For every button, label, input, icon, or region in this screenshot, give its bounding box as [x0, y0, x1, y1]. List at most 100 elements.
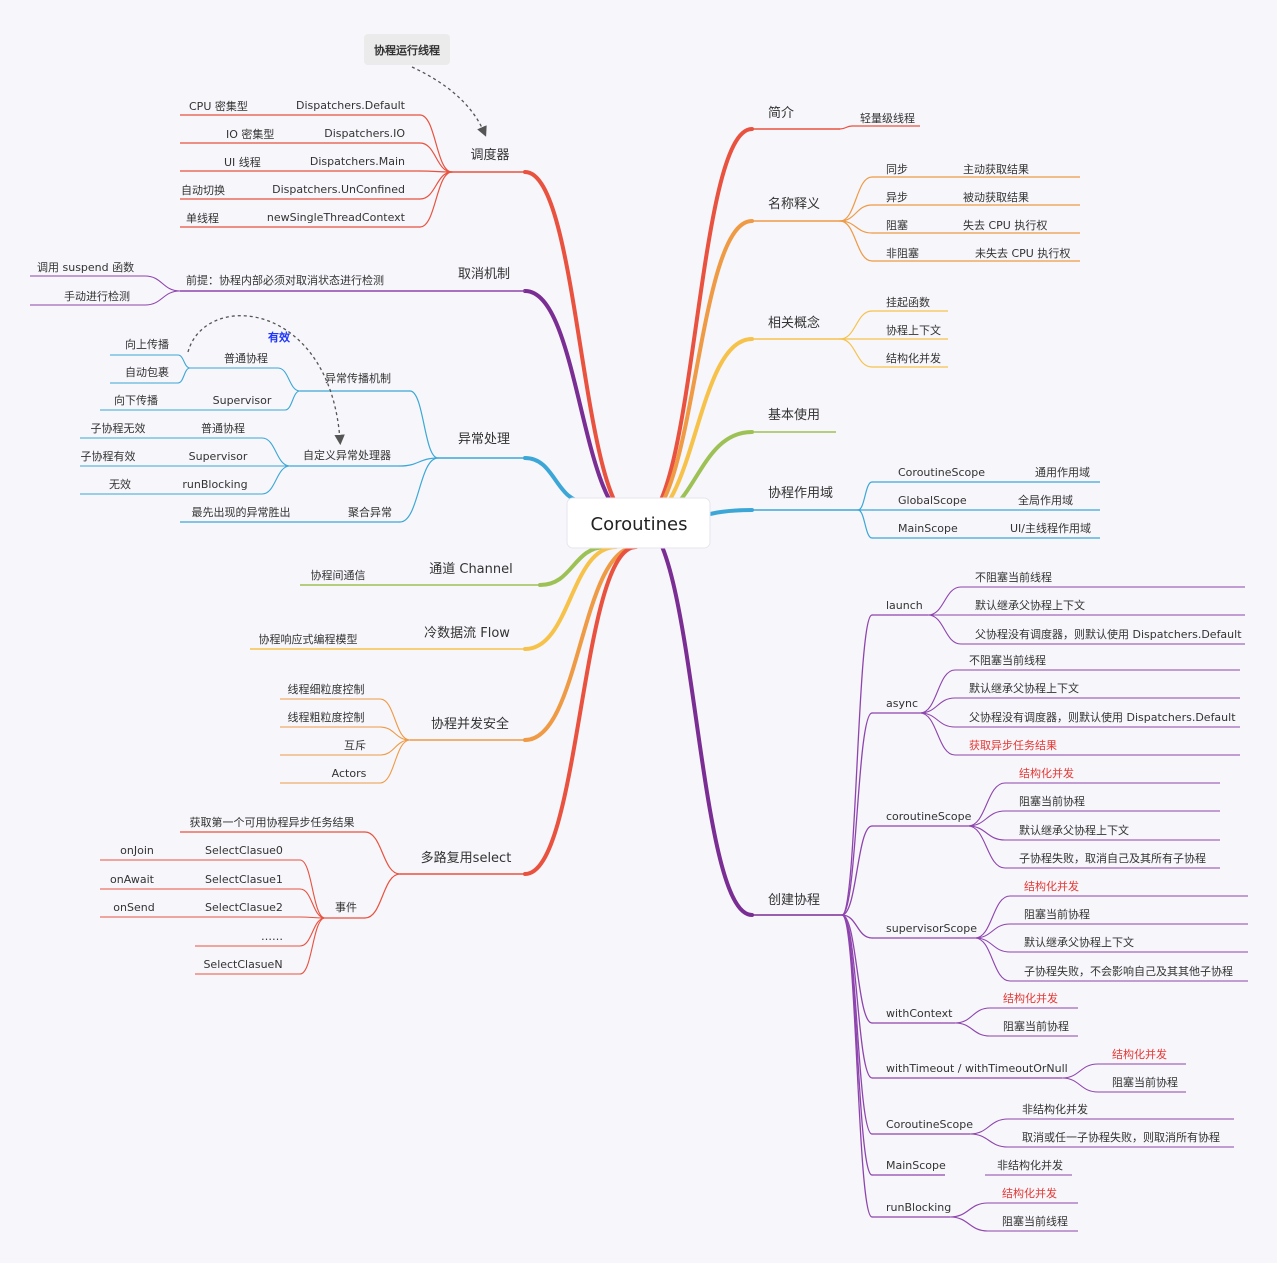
node-channel-child[interactable]: 协程间通信 [311, 568, 366, 582]
node-create-item[interactable]: 父协程没有调度器，则默认使用 Dispatchers.Default [969, 710, 1236, 724]
node-create-item[interactable]: 非结构化并发 [1022, 1102, 1088, 1116]
node-create-item[interactable]: 阻塞当前线程 [1002, 1214, 1068, 1228]
node-concept[interactable]: 协程上下文 [886, 323, 941, 337]
node-channel[interactable]: 通道 Channel [429, 562, 513, 577]
node-dispatcher-desc[interactable]: 自动切换 [181, 183, 225, 197]
node-concept[interactable]: 结构化并发 [886, 351, 941, 365]
node-create-item[interactable]: 阻塞当前协程 [1112, 1075, 1178, 1089]
node-create-item[interactable]: 默认继承父协程上下文 [975, 598, 1085, 612]
node-dispatcher-desc[interactable]: CPU 密集型 [189, 99, 248, 113]
node-select-event[interactable]: onJoin [120, 844, 154, 857]
node-create-item[interactable]: 获取异步任务结果 [969, 739, 1057, 752]
node-select-clause[interactable]: SelectClasue1 [205, 873, 283, 886]
node-normal-coroutine[interactable]: 普通协程 [224, 351, 268, 365]
node-create-item[interactable]: 阻塞当前协程 [1024, 907, 1090, 921]
node-scope-desc[interactable]: UI/主线程作用域 [1010, 521, 1091, 535]
node-dispatcher-desc[interactable]: UI 线程 [224, 155, 261, 169]
node-cancel-child[interactable]: 前提：协程内部必须对取消状态进行检测 [186, 273, 384, 287]
node-select-clause[interactable]: SelectClasue2 [205, 901, 283, 914]
node-create-item[interactable]: 不阻塞当前线程 [969, 653, 1046, 667]
node-cancel[interactable]: 取消机制 [458, 267, 510, 282]
node-create-group[interactable]: launch [886, 599, 923, 612]
node-create-item[interactable]: 取消或任一子协程失败，则取消所有协程 [1022, 1130, 1220, 1144]
node-create-item[interactable]: 阻塞当前协程 [1019, 794, 1085, 808]
node-dispatcher-desc[interactable]: IO 密集型 [226, 127, 274, 141]
node-propagation-child[interactable]: 自动包裹 [125, 365, 169, 379]
node-dispatcher-name[interactable]: Dispatchers.Default [296, 99, 406, 112]
node-handler-effect[interactable]: 无效 [109, 477, 131, 491]
node-safety-child[interactable]: 线程细粒度控制 [288, 682, 365, 696]
node-safety-child[interactable]: Actors [332, 767, 367, 780]
node-intro-child[interactable]: 轻量级线程 [860, 111, 915, 125]
node-term-desc[interactable]: 未失去 CPU 执行权 [975, 246, 1070, 260]
node-create-group[interactable]: supervisorScope [886, 922, 977, 935]
node-intro[interactable]: 简介 [768, 105, 794, 121]
node-create-item[interactable]: 阻塞当前协程 [1003, 1019, 1069, 1033]
node-create-group[interactable]: runBlocking [886, 1201, 951, 1214]
node-create-group[interactable]: MainScope [886, 1159, 946, 1172]
node-create-item[interactable]: 默认继承父协程上下文 [1024, 935, 1134, 949]
node-scope-name[interactable]: GlobalScope [898, 494, 967, 507]
node-create-item[interactable]: 结构化并发 [1003, 991, 1058, 1005]
node-term[interactable]: 阻塞 [886, 218, 908, 232]
node-handler-type[interactable]: 普通协程 [201, 421, 245, 435]
node-scope-desc[interactable]: 通用作用域 [1035, 466, 1090, 479]
root-node[interactable]: Coroutines [566, 497, 711, 549]
node-term-desc[interactable]: 主动获取结果 [963, 163, 1029, 176]
node-concepts[interactable]: 相关概念 [768, 315, 820, 331]
node-term[interactable]: 同步 [886, 163, 908, 176]
node-aggregate-child[interactable]: 最先出现的异常胜出 [192, 505, 291, 519]
node-create-group[interactable]: coroutineScope [886, 810, 972, 823]
node-dispatcher-name[interactable]: Dispatchers.IO [324, 127, 405, 140]
node-scope-desc[interactable]: 全局作用域 [1018, 493, 1073, 507]
node-flow[interactable]: 冷数据流 Flow [424, 626, 510, 641]
node-select-events[interactable]: 事件 [335, 901, 357, 914]
node-select-clause[interactable]: SelectClasue0 [205, 844, 283, 857]
node-cancel-grand[interactable]: 调用 suspend 函数 [37, 261, 134, 274]
node-select-first[interactable]: 获取第一个可用协程异步任务结果 [190, 815, 355, 829]
node-create-item[interactable]: 结构化并发 [1024, 879, 1079, 893]
node-propagation-child[interactable]: 向上传播 [125, 337, 169, 351]
floating-note[interactable]: 协程运行线程 [364, 34, 450, 65]
node-create-item[interactable]: 非结构化并发 [997, 1158, 1063, 1172]
node-handler[interactable]: 自定义异常处理器 [303, 448, 391, 462]
node-cancel-grand[interactable]: 手动进行检测 [64, 289, 130, 303]
node-scope-name[interactable]: MainScope [898, 522, 958, 535]
node-select-clause[interactable]: SelectClasueN [203, 958, 282, 971]
node-safety-child[interactable]: 线程粗粒度控制 [288, 710, 365, 724]
node-create-item[interactable]: 父协程没有调度器，则默认使用 Dispatchers.Default [975, 627, 1242, 641]
node-create-item[interactable]: 结构化并发 [1002, 1186, 1057, 1200]
node-create-item[interactable]: 子协程失败，取消自己及其所有子协程 [1019, 851, 1206, 865]
node-safety-child[interactable]: 互斥 [344, 739, 366, 752]
node-create-group[interactable]: withContext [886, 1007, 953, 1020]
node-scope-name[interactable]: CoroutineScope [898, 466, 985, 479]
node-create-item[interactable]: 结构化并发 [1112, 1047, 1167, 1061]
node-select-clause[interactable]: …… [261, 930, 283, 943]
node-handler-effect[interactable]: 子协程有效 [81, 449, 136, 463]
node-concept[interactable]: 挂起函数 [886, 295, 930, 309]
node-term-desc[interactable]: 被动获取结果 [963, 191, 1029, 204]
node-dispatcher-name[interactable]: Dispatchers.Main [310, 155, 405, 168]
node-create-group[interactable]: withTimeout / withTimeoutOrNull [886, 1062, 1068, 1075]
node-handler-type[interactable]: runBlocking [182, 478, 247, 491]
node-exception[interactable]: 异常处理 [458, 432, 510, 447]
node-flow-child[interactable]: 协程响应式编程模型 [259, 632, 358, 646]
node-create-item[interactable]: 结构化并发 [1019, 766, 1074, 780]
node-dispatcher-name[interactable]: newSingleThreadContext [267, 211, 406, 224]
node-term-desc[interactable]: 失去 CPU 执行权 [963, 218, 1047, 232]
node-scope[interactable]: 协程作用域 [768, 486, 833, 501]
node-create-group[interactable]: CoroutineScope [886, 1118, 973, 1131]
node-create-item[interactable]: 默认继承父协程上下文 [969, 681, 1079, 695]
node-safety[interactable]: 协程并发安全 [431, 716, 509, 732]
node-dispatcher-desc[interactable]: 单线程 [186, 211, 219, 225]
node-term[interactable]: 异步 [886, 191, 908, 204]
node-term[interactable]: 非阻塞 [886, 246, 919, 260]
node-supervisor-child[interactable]: 向下传播 [114, 393, 158, 407]
node-create-item[interactable]: 子协程失败，不会影响自己及其其他子协程 [1024, 964, 1233, 978]
node-select-event[interactable]: onSend [113, 901, 154, 914]
node-handler-effect[interactable]: 子协程无效 [91, 421, 146, 435]
node-create-group[interactable]: async [886, 697, 918, 710]
node-supervisor[interactable]: Supervisor [213, 394, 272, 407]
node-handler-type[interactable]: Supervisor [189, 450, 248, 463]
node-terms[interactable]: 名称释义 [768, 196, 820, 212]
